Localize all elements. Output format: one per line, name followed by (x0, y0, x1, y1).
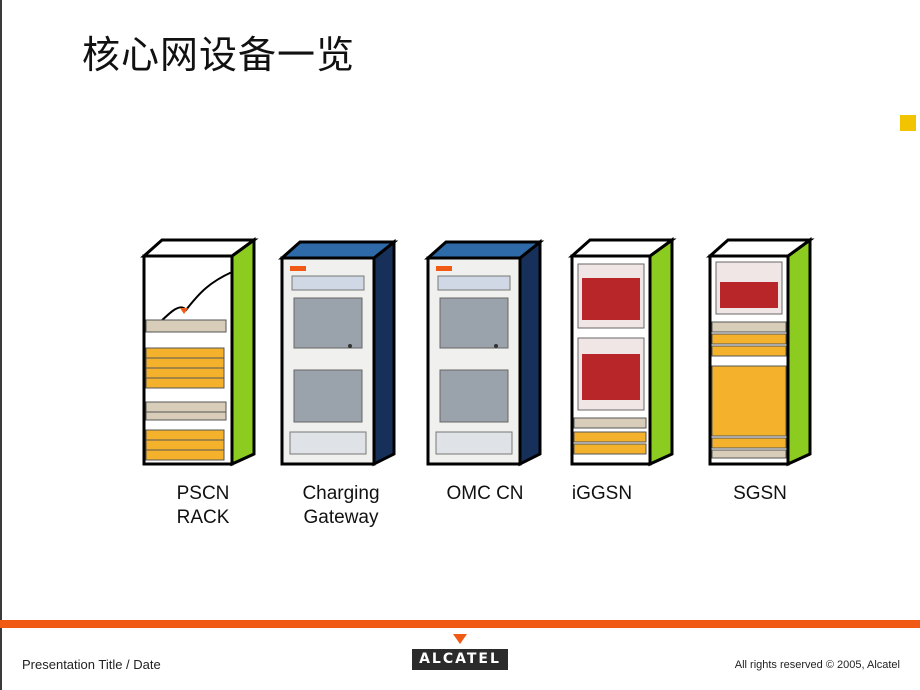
footer-divider-bar (0, 620, 920, 628)
sgsn-cabinet (706, 237, 815, 467)
label-line: RACK (176, 507, 230, 528)
label-line: iGGSN (571, 483, 633, 504)
alcatel-logo: ALCATEL (412, 634, 508, 672)
iggsn-cabinet (568, 237, 677, 467)
slide-border (0, 0, 2, 690)
footer-presentation-title: Presentation Title / Date (22, 657, 161, 672)
logo-triangle-icon (453, 634, 467, 644)
equipment-label-omc: OMC CN (438, 482, 532, 506)
omc-cn-cabinet (424, 238, 545, 467)
equipment-label-sgsn: SGSN (724, 482, 796, 506)
label-line: OMC CN (446, 483, 524, 504)
accent-square-icon (900, 115, 916, 131)
logo-text: ALCATEL (412, 649, 508, 670)
equipment-label-iggsn: iGGSN (566, 482, 638, 506)
page-title: 核心网设备一览 (82, 33, 356, 77)
footer-copyright: All rights reserved © 2005, Alcatel (734, 659, 900, 671)
equipment-label-charging: Charging Gateway (296, 482, 386, 530)
label-line: Charging (302, 483, 380, 504)
label-line: SGSN (733, 483, 787, 504)
label-line: PSCN (176, 483, 230, 504)
equipment-label-pscn: PSCN RACK (164, 482, 242, 530)
label-line: Gateway (303, 507, 379, 528)
pscn-rack-cabinet (140, 237, 259, 467)
charging-gateway-cabinet (278, 238, 399, 467)
